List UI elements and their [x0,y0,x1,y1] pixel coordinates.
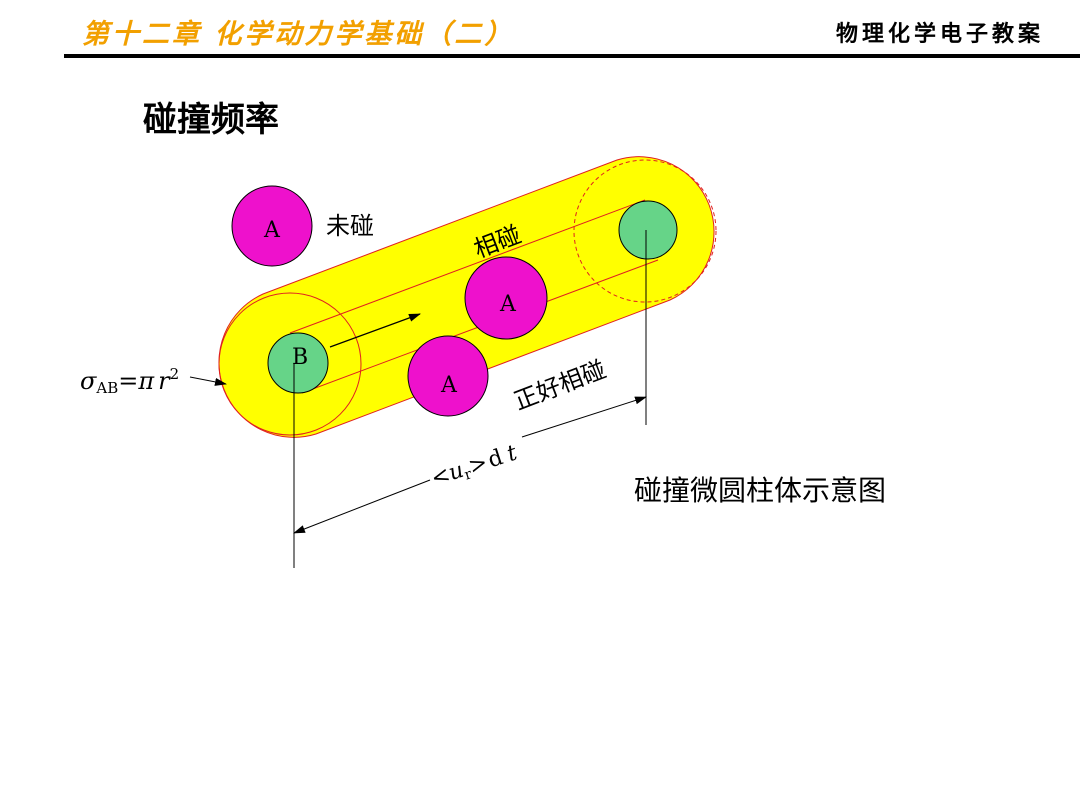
dimension-arrow-left [293,479,431,534]
velocity-arrow [329,313,421,348]
inner-tube-line-top [289,199,646,334]
cylinder-back-rim [573,159,717,303]
course-title: 物理化学电子教案 [835,21,1044,47]
label-just-collide: 正好相碰 [510,355,610,416]
molecule-b-front [267,332,329,394]
molecule-b-back [618,200,678,260]
molecule-a-outside [231,185,313,267]
molecule-a-outside-label: A [263,218,281,243]
molecule-a-inside [464,256,548,340]
cylinder-front-rim [218,292,362,436]
slide-title: 碰撞频率 [143,100,279,140]
cross-section-pointer [189,376,227,386]
molecule-a-edge-label: A [440,373,458,398]
molecule-b-label: B [292,345,308,370]
chapter-title: 第十二章 化学动力学基础（二） [82,19,515,50]
header-divider [64,54,1080,58]
diagram-caption: 碰撞微圆柱体示意图 [634,474,886,507]
molecule-a-edge [407,335,489,417]
dimension-arrow-right [521,396,647,438]
label-no-collision: 未碰 [326,212,374,240]
molecule-a-inside-label: A [499,292,517,317]
dimension-label: <ur>dt [428,440,521,493]
